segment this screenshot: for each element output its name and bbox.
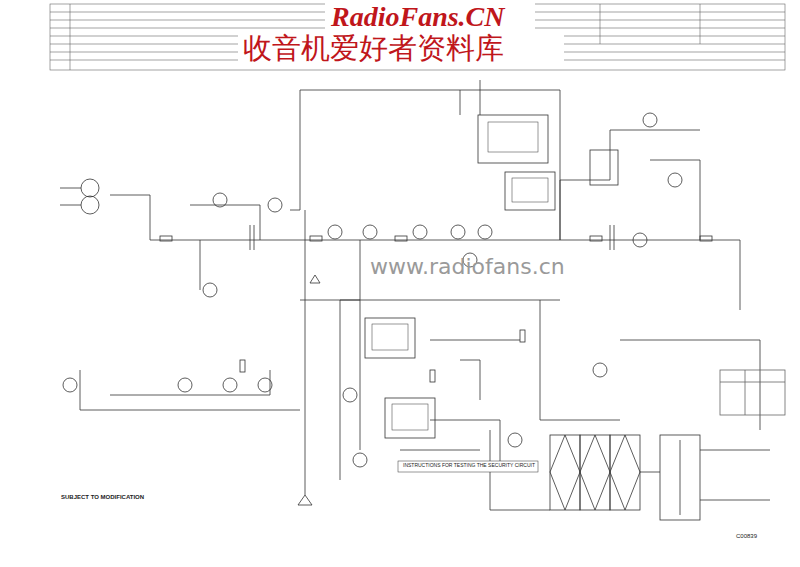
power-supply [490,370,785,520]
watermark-chinese: 收音机爱好者资料库 [242,33,505,65]
signal-wires [80,80,760,495]
drawing-number: C00839 [735,533,758,540]
transistor-symbols [63,113,682,467]
ic-blocks [365,115,618,438]
note-text: SUBJECT TO MODIFICATION [60,494,145,501]
input-socket [60,179,99,214]
watermark-title: RadioFans.CN [330,2,506,33]
passive-components [160,225,712,505]
watermark-url: www.radiofans.cn [370,255,565,279]
note-text: INSTRUCTIONS FOR TESTING THE SECURITY CI… [402,463,536,469]
